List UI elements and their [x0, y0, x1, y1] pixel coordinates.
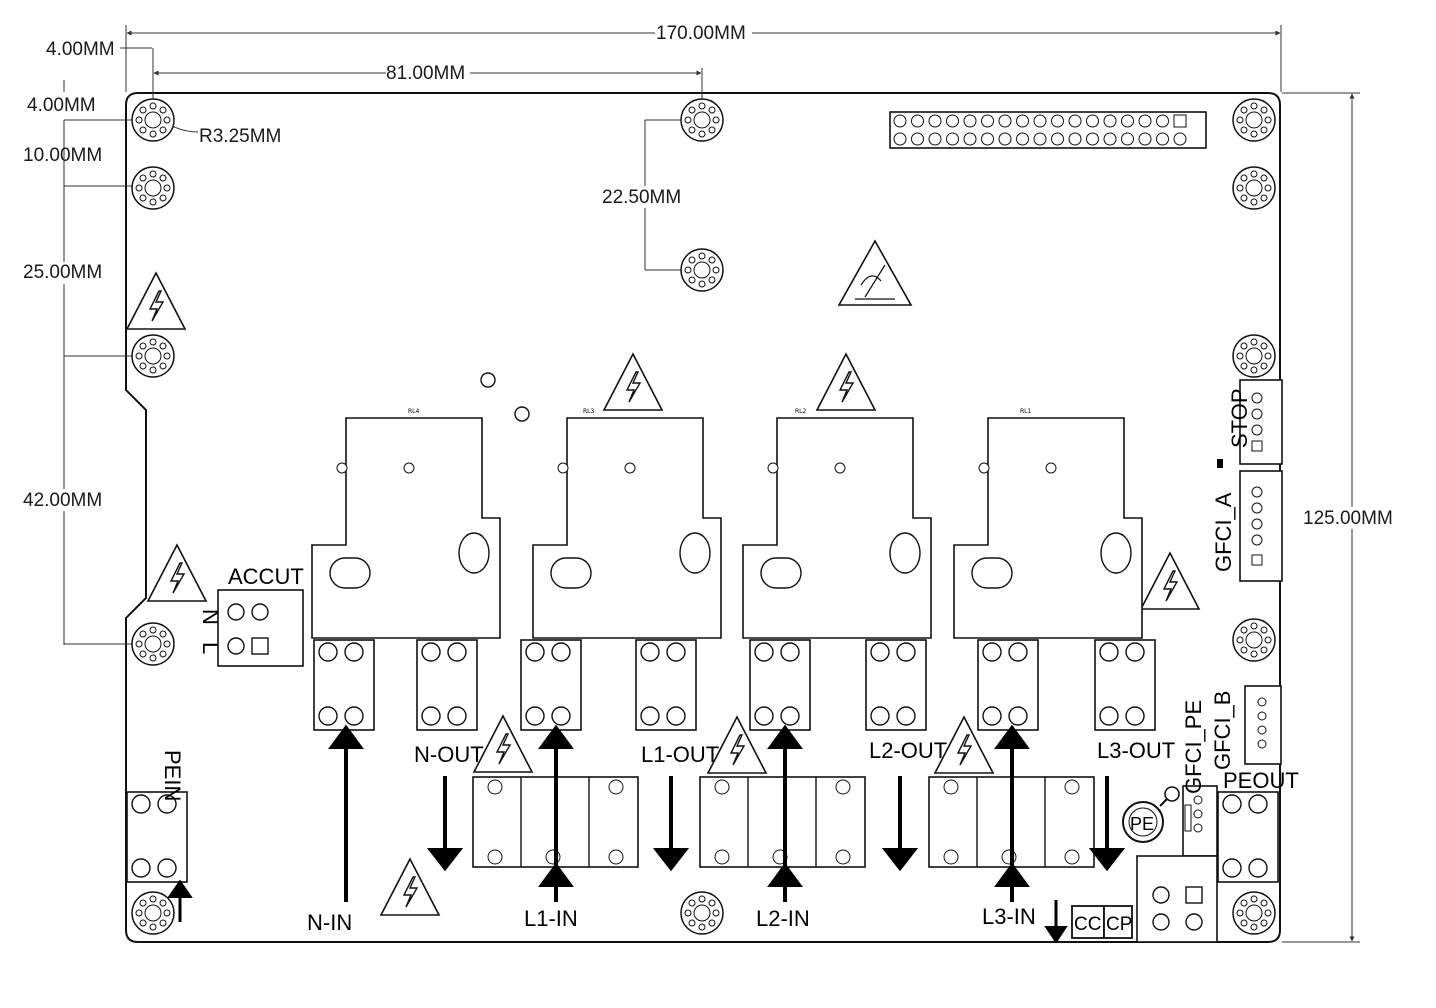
- header-pin: [1138, 132, 1152, 146]
- flow-arrows: [167, 724, 1126, 944]
- n-in-label: N-IN: [307, 910, 352, 935]
- header-pin: [963, 132, 977, 146]
- stop-label: STOP: [1227, 388, 1252, 448]
- header-pin: [1068, 132, 1082, 146]
- l2-in-label: L2-IN: [756, 906, 810, 931]
- pein-label: PEIN: [160, 750, 185, 801]
- header-pin: [911, 132, 924, 146]
- l1-out-label: L1-OUT: [641, 742, 719, 767]
- l3-in-label: L3-IN: [982, 904, 1036, 929]
- cc-cp-connector: [1136, 855, 1218, 943]
- l1-in-label: L1-IN: [524, 906, 578, 931]
- header-pin: [946, 114, 959, 128]
- l-label: L: [198, 642, 223, 654]
- header-pin: [1121, 132, 1134, 146]
- svg-text:RL2: RL2: [795, 408, 807, 415]
- pin-header: [889, 111, 1207, 149]
- pe-ground-icon: [1122, 786, 1180, 843]
- cp-box: [1103, 905, 1133, 939]
- pe-label: PE: [1130, 814, 1154, 834]
- dim-top-offset: 4.00MM: [27, 95, 96, 116]
- cc-label: CC: [1074, 914, 1101, 935]
- dim-row3: 42.00MM: [23, 490, 102, 511]
- l3-out-label: L3-OUT: [1097, 738, 1175, 763]
- header-pin: [1173, 114, 1187, 128]
- header-pin: [1068, 114, 1082, 128]
- accut-connector: [217, 589, 304, 667]
- n-out-label: N-OUT: [414, 742, 484, 767]
- dim-hole-spacing: 81.00MM: [386, 63, 465, 84]
- gfci-pe-connector: [1182, 785, 1218, 857]
- header-pin: [1156, 114, 1169, 128]
- header-pin: [928, 132, 942, 146]
- accut-label: ACCUT: [228, 564, 304, 589]
- header-pin: [1121, 114, 1134, 128]
- gfci-a-connector: [1239, 470, 1283, 582]
- dim-inner-vertical: 22.50MM: [602, 187, 681, 208]
- header-pin: [911, 114, 924, 128]
- svg-text:RL4: RL4: [408, 408, 420, 415]
- header-pin: [946, 132, 959, 146]
- header-pin: [1086, 132, 1099, 146]
- header-pin: [1033, 132, 1047, 146]
- dim-hole-radius: R3.25MM: [199, 126, 281, 147]
- header-pin: [981, 114, 994, 128]
- fiducial: [514, 406, 530, 422]
- header-pin: [1033, 114, 1047, 128]
- header-pin: [1051, 132, 1064, 146]
- gfci-b-connector: [1244, 685, 1282, 765]
- header-pin: [963, 114, 977, 128]
- header-pin: [1156, 132, 1169, 146]
- header-pin: [893, 132, 907, 146]
- l2-out-label: L2-OUT: [869, 738, 947, 763]
- header-pin: [928, 114, 942, 128]
- dim-row2: 25.00MM: [23, 262, 102, 283]
- header-pin: [1016, 114, 1029, 128]
- header-pin: [981, 132, 994, 146]
- svg-text:RL3: RL3: [583, 408, 595, 415]
- header-pin: [1138, 114, 1152, 128]
- header-pin: [1173, 132, 1187, 146]
- dim-overall-width: 170.00MM: [656, 23, 746, 44]
- gfci-pe-label: GFCI_PE: [1181, 700, 1206, 794]
- header-pin: [1103, 132, 1117, 146]
- header-pin: [1103, 114, 1117, 128]
- gfci-a-label: GFCI_A: [1211, 492, 1236, 572]
- dim-row1: 10.00MM: [23, 145, 102, 166]
- header-pin: [1016, 132, 1029, 146]
- header-pin: [998, 114, 1012, 128]
- stop-connector: [1239, 379, 1283, 465]
- svg-text:RL1: RL1: [1020, 408, 1032, 415]
- dim-overall-height: 125.00MM: [1303, 508, 1393, 529]
- gfci-b-label: GFCI_B: [1210, 691, 1235, 770]
- header-pin: [893, 114, 907, 128]
- dim-left-offset: 4.00MM: [46, 39, 115, 60]
- n-label: N: [198, 609, 223, 625]
- fiducial: [480, 372, 496, 388]
- peout-label: PEOUT: [1223, 768, 1299, 793]
- header-pin: [1086, 114, 1099, 128]
- cc-box: [1071, 905, 1105, 939]
- header-pin: [998, 132, 1012, 146]
- header-pin: [1051, 114, 1064, 128]
- cp-label: CP: [1106, 914, 1132, 935]
- esd-warning-icon: [837, 239, 913, 306]
